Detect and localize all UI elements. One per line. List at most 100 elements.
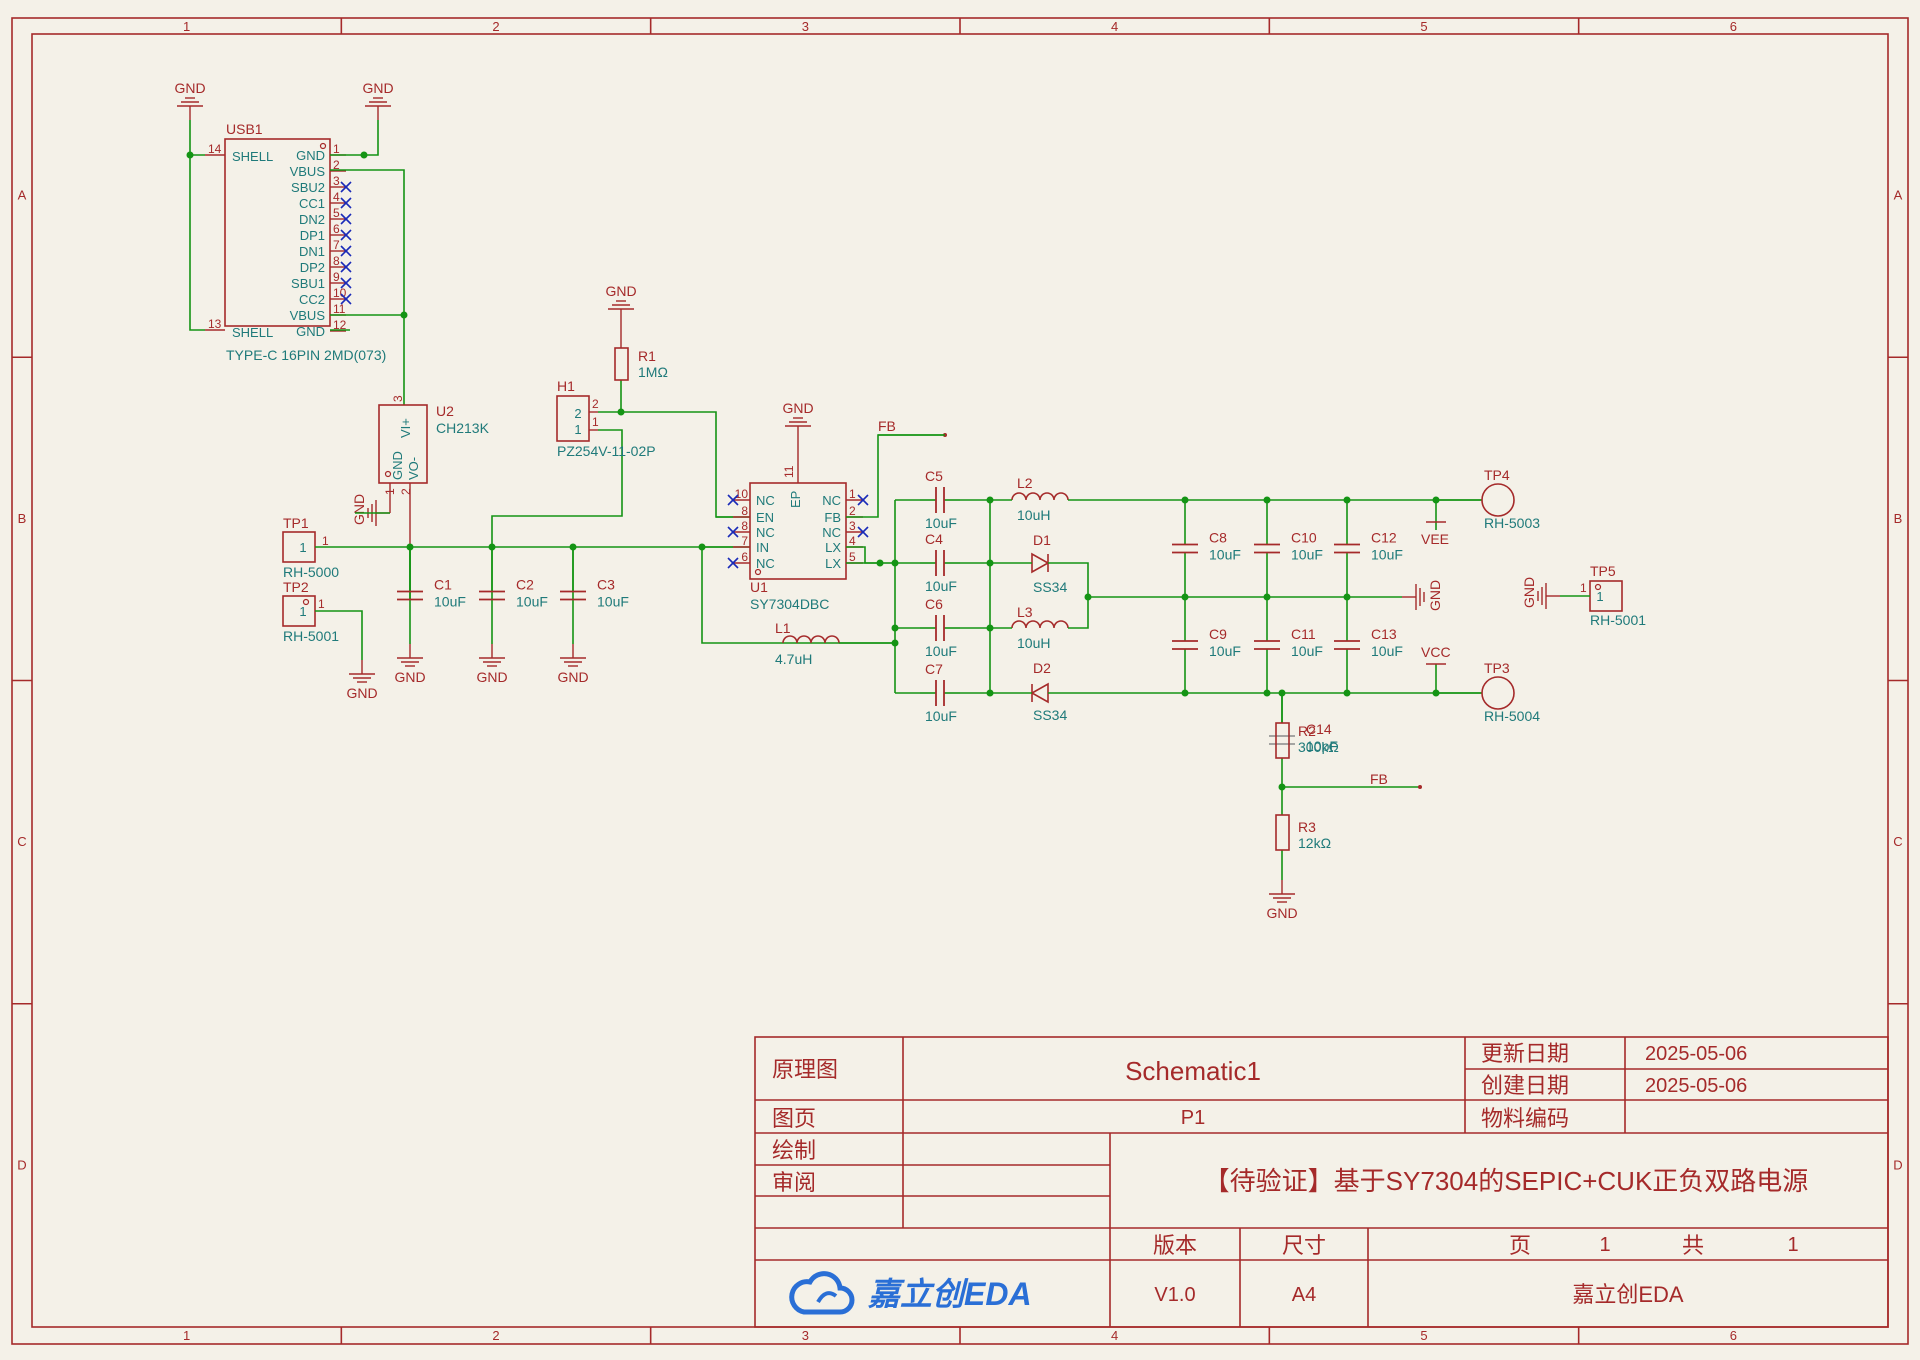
d1-value: SS34 <box>1033 579 1067 595</box>
gnd-label: GND <box>782 400 813 416</box>
tp3[interactable]: TP3 RH-5004 <box>1436 660 1540 724</box>
net-fb-label: FB <box>878 418 896 434</box>
usb1-value: TYPE-C 16PIN 2MD(073) <box>226 347 386 363</box>
d1-diode[interactable]: D1 SS34 <box>1031 532 1067 595</box>
usb1-ref: USB1 <box>226 121 263 137</box>
usb1-pin-num: 8 <box>333 254 340 268</box>
no-connect-icon <box>340 293 352 305</box>
tb-total-num: 1 <box>1787 1234 1798 1256</box>
d1-ref: D1 <box>1033 532 1051 548</box>
zone-col-label: 5 <box>1420 19 1427 34</box>
gnd-label: GND <box>394 669 425 685</box>
gnd-icon: GND <box>174 80 206 120</box>
u1-pin-name: NC <box>822 525 841 540</box>
tp2-ref: TP2 <box>283 579 309 595</box>
tp5-pin-num: 1 <box>1596 589 1603 604</box>
zone-col-label: 3 <box>802 1328 809 1343</box>
tb-page-num: 1 <box>1599 1234 1610 1256</box>
gnd-label: GND <box>605 283 636 299</box>
u2-value: CH213K <box>436 420 490 436</box>
gnd-label: GND <box>174 80 205 96</box>
l2-inductor[interactable]: L2 10uH <box>1011 475 1069 523</box>
no-connect-icon <box>340 277 352 289</box>
r2-ref: R2 <box>1298 723 1316 739</box>
no-connect-icon <box>340 197 352 209</box>
no-connect-icon <box>340 245 352 257</box>
gnd-icon: GND <box>605 283 637 323</box>
zone-col-label: 1 <box>183 1328 190 1343</box>
c8-capacitor-value: 10uF <box>1209 547 1241 563</box>
usb1-connector[interactable]: USB1 TYPE-C 16PIN 2MD(073) 14 SHELL 13 S… <box>205 121 386 363</box>
no-connect-icon <box>727 526 739 538</box>
tp1-value: RH-5000 <box>283 564 339 580</box>
gnd-icon: GND <box>346 660 378 701</box>
usb1-pin-name: CC1 <box>299 196 325 211</box>
u1-pin-num: 6 <box>741 550 748 564</box>
c2-capacitor-ref: C2 <box>516 577 534 593</box>
r2-resistor[interactable]: R2 300kΩ <box>1275 722 1339 759</box>
tb-updated-label: 更新日期 <box>1481 1041 1569 1066</box>
r1-ref: R1 <box>638 348 656 364</box>
tp3-value: RH-5004 <box>1484 708 1540 724</box>
h1-pin1: 1 <box>574 422 581 437</box>
u2-ch213k[interactable]: U2 CH213K VI+ GND VO- 3 1 2 <box>378 395 490 548</box>
tp1[interactable]: 1 1 TP1 RH-5000 <box>282 515 339 580</box>
zone-row-label: B <box>1894 511 1903 526</box>
l1-value: 4.7uH <box>775 651 812 667</box>
u2-pin-gnd: GND <box>390 451 405 480</box>
tb-page-label: 图页 <box>772 1106 816 1131</box>
zone-row-label: C <box>17 834 26 849</box>
d2-diode[interactable]: D2 SS34 <box>1030 660 1067 723</box>
u1-ref: U1 <box>750 579 768 595</box>
u1-pin-num: 8 <box>741 519 748 533</box>
tp4[interactable]: TP4 RH-5003 <box>1436 467 1540 531</box>
r1-resistor[interactable]: R1 1MΩ <box>614 323 668 381</box>
gnd-label: GND <box>557 669 588 685</box>
zone-row-label: C <box>1893 834 1902 849</box>
usb1-pin-name: DP1 <box>300 228 325 243</box>
d2-value: SS34 <box>1033 707 1067 723</box>
zone-col-label: 1 <box>183 19 190 34</box>
zone-row-label: D <box>17 1157 26 1172</box>
tb-version-label: 版本 <box>1153 1233 1197 1258</box>
tp5[interactable]: 1 1 TP5 RH-5001 <box>1560 563 1646 628</box>
tb-created-label: 创建日期 <box>1481 1073 1569 1098</box>
c11-capacitor-ref: C11 <box>1291 626 1316 642</box>
c14-capacitor-ref: C14 <box>1306 721 1332 737</box>
l1-inductor[interactable]: L1 4.7uH <box>775 620 840 667</box>
usb1-pin-num: 2 <box>333 158 340 172</box>
logo-text: 嘉立创EDA <box>868 1276 1032 1312</box>
r3-resistor[interactable]: R3 12kΩ <box>1275 814 1331 851</box>
l3-inductor[interactable]: L3 10uH <box>1011 604 1069 651</box>
gnd-icon: GND <box>1266 880 1298 921</box>
l2-ref: L2 <box>1017 475 1033 491</box>
gnd-icon: GND <box>394 644 426 685</box>
tb-material-label: 物料编码 <box>1481 1106 1569 1131</box>
tp5-value: RH-5001 <box>1590 612 1646 628</box>
c3-capacitor-ref: C3 <box>597 577 615 593</box>
tp1-pin-num-outer: 1 <box>322 534 329 548</box>
tb-updated-value: 2025-05-06 <box>1645 1043 1747 1065</box>
tp4-value: RH-5003 <box>1484 515 1540 531</box>
c9-capacitor-value: 10uF <box>1209 643 1241 659</box>
h1-header[interactable]: H1 PZ254V-11-02P 2 1 2 1 <box>556 378 656 459</box>
c6-capacitor-value: 10uF <box>925 643 957 659</box>
zone-col-label: 6 <box>1730 19 1737 34</box>
no-connect-icon <box>727 557 739 569</box>
